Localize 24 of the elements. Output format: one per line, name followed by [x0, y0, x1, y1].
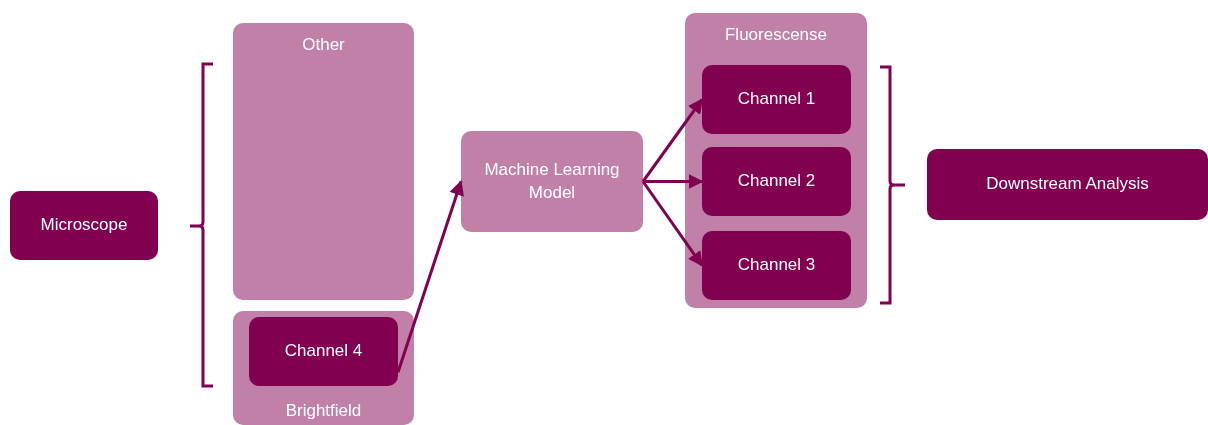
- process-box: [702, 231, 851, 300]
- group-title: Brightfield: [284, 401, 363, 421]
- process-box: [702, 147, 851, 216]
- group-box: [233, 311, 414, 425]
- group-title: Fluorescense: [723, 25, 829, 45]
- node-label: Channel 3: [737, 254, 816, 277]
- process-box: [702, 65, 851, 134]
- arrow: [643, 174, 704, 189]
- group-box: [461, 131, 643, 232]
- arrow: [396, 180, 464, 373]
- process-box: [10, 191, 158, 260]
- node-label: Downstream Analysis: [986, 173, 1149, 196]
- group-title: Other: [301, 35, 346, 55]
- arrow: [641, 180, 704, 267]
- node-label: Microscope: [40, 214, 128, 237]
- node-label: Machine Learning Model: [483, 159, 621, 204]
- arrow: [641, 98, 704, 183]
- group-box: [685, 13, 867, 308]
- node-label: Channel 1: [737, 88, 816, 111]
- process-box: [927, 149, 1208, 220]
- node-label: Channel 4: [284, 340, 363, 363]
- node-label: Channel 2: [737, 170, 816, 193]
- process-box: [249, 317, 398, 386]
- group-box: [233, 23, 414, 300]
